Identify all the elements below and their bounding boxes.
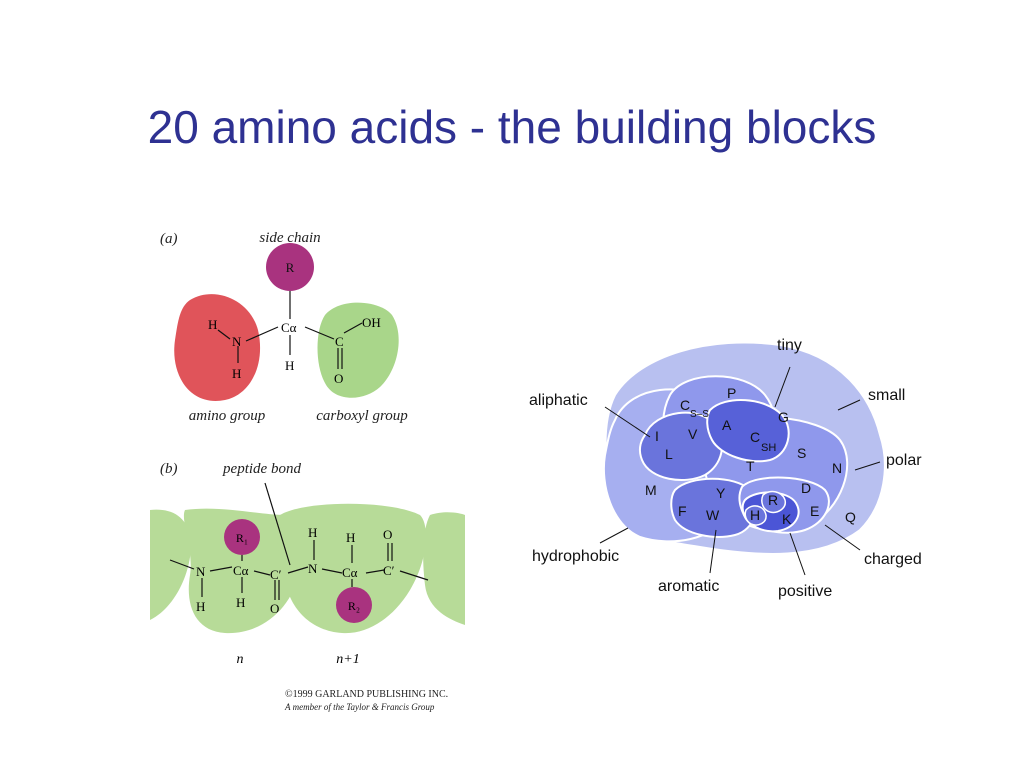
backbone-h-ca2: H	[346, 530, 355, 545]
aa-Y: Y	[716, 485, 726, 501]
venn-r-region	[761, 490, 787, 514]
aa-A: A	[722, 417, 732, 433]
backbone-left-edge	[150, 509, 191, 620]
venn-tiny-region	[706, 399, 790, 463]
aa-P: P	[727, 385, 736, 401]
r2-symbol: R₂	[348, 599, 360, 613]
label-small: small	[868, 387, 905, 404]
r2-circle	[336, 587, 372, 623]
label-tiny: tiny	[777, 337, 802, 354]
carboxyl-c: C	[335, 334, 344, 349]
aa-C-thiol: C	[750, 429, 760, 445]
aa-E: E	[810, 503, 819, 519]
aa-thiol-subscript: SH	[761, 442, 776, 454]
panel-a-label: (a)	[160, 231, 178, 247]
venn-letters: P C S–S G A C SH S T I V L M N D E Q F Y…	[645, 385, 856, 527]
amino-n: N	[232, 334, 242, 349]
aa-H: H	[750, 507, 760, 523]
amino-group-blob	[174, 294, 261, 401]
aa-R: R	[768, 492, 778, 508]
side-chain-circle	[266, 243, 314, 291]
backbone-o2: O	[383, 527, 392, 542]
aa-I: I	[655, 428, 659, 444]
aa-W: W	[706, 507, 720, 523]
backbone-n1: N	[196, 564, 206, 579]
backbone-c1: C′	[270, 567, 282, 582]
aa-L: L	[665, 446, 673, 462]
backbone-ca1: Cα	[233, 563, 249, 578]
amino-acid-venn-diagram: P C S–S G A C SH S T I V L M N D E Q F Y…	[529, 337, 922, 600]
r1-symbol: R₁	[236, 531, 248, 545]
aa-D: D	[801, 480, 811, 496]
aa-K: K	[782, 511, 792, 527]
panel-b-label: (b)	[160, 461, 178, 477]
label-aromatic: aromatic	[658, 578, 719, 595]
label-aliphatic: aliphatic	[529, 392, 588, 409]
venn-labels: aliphatic tiny small polar hydrophobic a…	[529, 337, 922, 600]
amino-h-bottom: H	[232, 366, 241, 381]
label-polar: polar	[886, 452, 922, 469]
backbone-o1: O	[270, 601, 279, 616]
carboxyl-group-label: carboxyl group	[316, 408, 408, 424]
venn-aromatic-region	[670, 477, 757, 538]
aa-Q: Q	[845, 509, 856, 525]
carboxyl-oh: OH	[362, 315, 381, 330]
venn-aliphatic-region	[638, 411, 723, 481]
aa-T: T	[746, 458, 755, 474]
page-title: 20 amino acids - the building blocks	[147, 101, 877, 153]
copyright-line-1: ©1999 GARLAND PUBLISHING INC.	[285, 689, 448, 700]
residue-n1-shape	[275, 503, 426, 634]
backbone-c2: C′	[383, 563, 395, 578]
aa-C-disulfide: C	[680, 397, 690, 413]
residue-n-label: n	[237, 652, 244, 667]
venn-leader-lines	[599, 366, 881, 576]
aa-disulfide-subscript: S–S	[690, 409, 709, 420]
residue-n-shape	[183, 508, 302, 634]
label-positive: positive	[778, 583, 832, 600]
aa-G: G	[778, 409, 789, 425]
panel-b-bonds	[169, 482, 429, 600]
aa-M: M	[645, 482, 657, 498]
residue-n1-label: n+1	[336, 652, 359, 667]
r1-circle	[224, 519, 260, 555]
amino-h-top: H	[208, 317, 217, 332]
panel-a-bonds	[217, 291, 363, 369]
backbone-n2: N	[308, 561, 318, 576]
label-charged: charged	[864, 551, 922, 568]
amino-acid-structure-figure: (a) side chain R H N H Cα H C OH O amino…	[150, 230, 465, 712]
backbone-h-n2: H	[308, 525, 317, 540]
aa-S: S	[797, 445, 806, 461]
peptide-bond-label: peptide bond	[222, 461, 301, 477]
side-chain-symbol: R	[286, 260, 295, 275]
side-chain-label: side chain	[259, 230, 320, 246]
carboxyl-o: O	[334, 371, 343, 386]
copyright-line-2: A member of the Taylor & Francis Group	[284, 702, 435, 712]
venn-h-region	[744, 505, 767, 526]
carboxyl-group-blob	[317, 302, 399, 398]
backbone-h-n1: H	[196, 599, 205, 614]
backbone-ca2: Cα	[342, 565, 358, 580]
c-alpha: Cα	[281, 320, 297, 335]
backbone-h-ca1: H	[236, 595, 245, 610]
amino-group-label: amino group	[189, 408, 266, 424]
label-hydrophobic: hydrophobic	[532, 548, 619, 565]
aa-V: V	[688, 426, 698, 442]
h-alpha: H	[285, 358, 294, 373]
aa-N: N	[832, 460, 842, 476]
aa-F: F	[678, 503, 687, 519]
backbone-right-edge	[423, 512, 465, 625]
